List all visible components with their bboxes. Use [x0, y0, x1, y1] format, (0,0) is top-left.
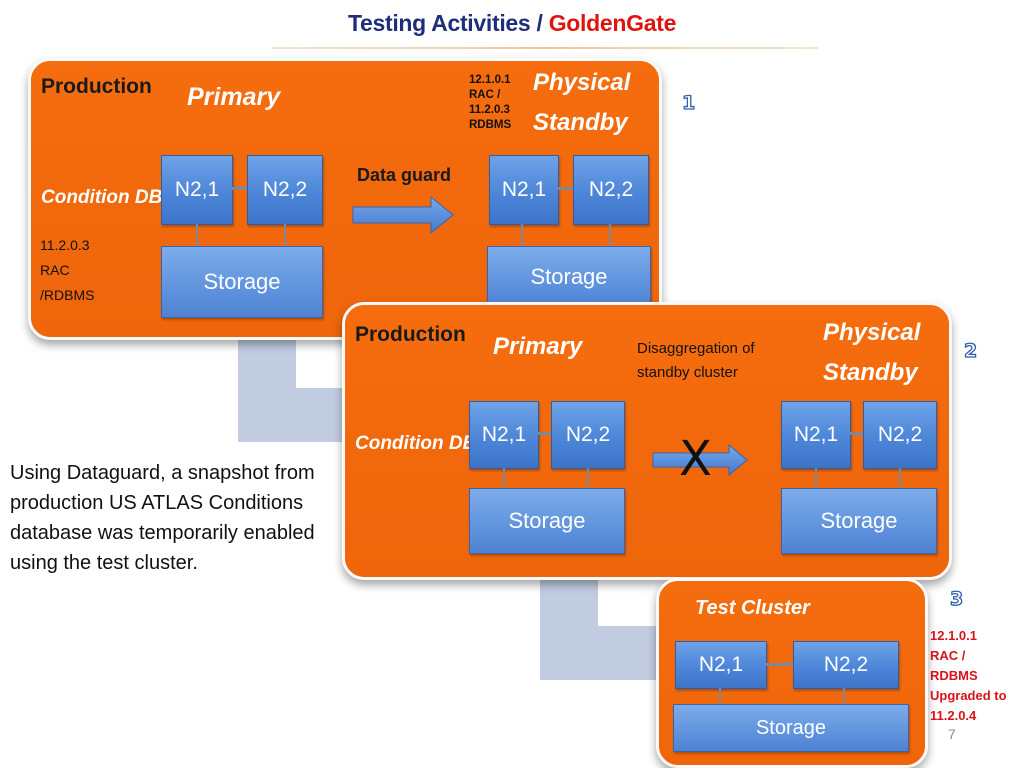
version-line: 12.1.0.1 — [469, 74, 511, 86]
note-line: Upgraded to — [930, 688, 1007, 703]
version-line: 11.2.0.3 — [469, 104, 510, 116]
connector-2-to-3-foot — [540, 626, 670, 680]
disaggregation-note: Disaggregation of standby cluster — [637, 337, 755, 385]
page-number: 7 — [948, 726, 956, 742]
right-arrow-icon — [652, 443, 748, 477]
title-goldengate: GoldenGate — [548, 10, 677, 36]
note-line: 11.2.0.4 — [930, 708, 977, 723]
primary-storage: Storage — [161, 246, 323, 318]
standby-label: Standby — [823, 359, 918, 386]
standby-version-note: 12.1.0.1 RAC / 11.2.0.3 RDBMS — [469, 73, 511, 133]
standby-node-n22: N2,2 — [863, 401, 937, 469]
step-number-1: 1 — [681, 91, 696, 114]
data-guard-label: Data guard — [357, 165, 452, 185]
test-storage: Storage — [673, 704, 909, 752]
test-node-n21: N2,1 — [675, 641, 767, 689]
upgrade-note: 12.1.0.1 RAC / RDBMS Upgraded to 11.2.0.… — [930, 626, 1007, 726]
primary-label: Primary — [493, 333, 583, 360]
primary-node-n22: N2,2 — [247, 155, 323, 225]
primary-node-n21: N2,1 — [469, 401, 539, 469]
node-link — [766, 663, 793, 666]
connector-1-to-2-foot — [238, 388, 358, 442]
standby-label: Standby — [533, 109, 628, 136]
version-line: RAC — [40, 262, 70, 278]
step-number-3: 3 — [949, 587, 964, 610]
title-separator: / — [530, 10, 549, 36]
note-line: RDBMS — [930, 668, 978, 683]
title-underline — [272, 47, 818, 49]
version-line: /RDBMS — [40, 287, 95, 303]
condition-db-label: Condition DB — [41, 187, 163, 208]
version-line: 11.2.0.3 — [40, 237, 90, 253]
note-line: RAC / — [930, 648, 966, 663]
node-storage-link — [521, 224, 523, 246]
step-number-2: 2 — [963, 339, 978, 362]
production-label: Production — [41, 75, 152, 98]
node-storage-link — [587, 468, 589, 488]
production-label: Production — [355, 323, 466, 346]
node-storage-link — [843, 688, 845, 704]
physical-label: Physical — [823, 319, 921, 346]
standby-node-n21: N2,1 — [781, 401, 851, 469]
panel-test-cluster: Test Cluster N2,1 N2,2 Storage — [656, 578, 928, 768]
panel-disaggregation: Production Primary Condition DB Disaggre… — [342, 302, 952, 580]
x-mark-icon: X — [679, 431, 712, 487]
note-line: standby cluster — [637, 364, 738, 381]
standby-storage: Storage — [781, 488, 937, 554]
test-cluster-label: Test Cluster — [695, 597, 810, 619]
node-link — [850, 432, 863, 435]
node-storage-link — [899, 468, 901, 488]
version-line: RAC / — [469, 89, 501, 101]
primary-label: Primary — [187, 83, 281, 111]
physical-label: Physical — [533, 69, 631, 96]
title-main: Testing Activities — [347, 10, 531, 36]
description-text: Using Dataguard, a snapshot from product… — [10, 462, 315, 574]
node-link — [558, 187, 573, 190]
node-storage-link — [503, 468, 505, 488]
slide-title: Testing Activities / GoldenGate — [0, 10, 1024, 37]
standby-node-n22: N2,2 — [573, 155, 649, 225]
primary-version-note: 11.2.0.3 RAC /RDBMS — [40, 233, 94, 308]
standby-node-n21: N2,1 — [489, 155, 559, 225]
note-line: Disaggregation of — [637, 340, 755, 357]
primary-node-n22: N2,2 — [551, 401, 625, 469]
condition-db-label: Condition DB — [355, 433, 477, 454]
node-link — [538, 432, 551, 435]
note-line: 12.1.0.1 — [930, 628, 977, 643]
node-storage-link — [284, 224, 286, 246]
standby-storage: Storage — [487, 246, 651, 308]
node-storage-link — [815, 468, 817, 488]
node-storage-link — [719, 688, 721, 704]
right-arrow-icon — [352, 195, 454, 235]
version-line: RDBMS — [469, 119, 512, 131]
node-storage-link — [609, 224, 611, 246]
node-link — [232, 187, 247, 190]
panel-production-dataguard: Production Primary Condition DB 11.2.0.3… — [28, 58, 662, 340]
test-node-n22: N2,2 — [793, 641, 899, 689]
node-storage-link — [196, 224, 198, 246]
primary-storage: Storage — [469, 488, 625, 554]
primary-node-n21: N2,1 — [161, 155, 233, 225]
